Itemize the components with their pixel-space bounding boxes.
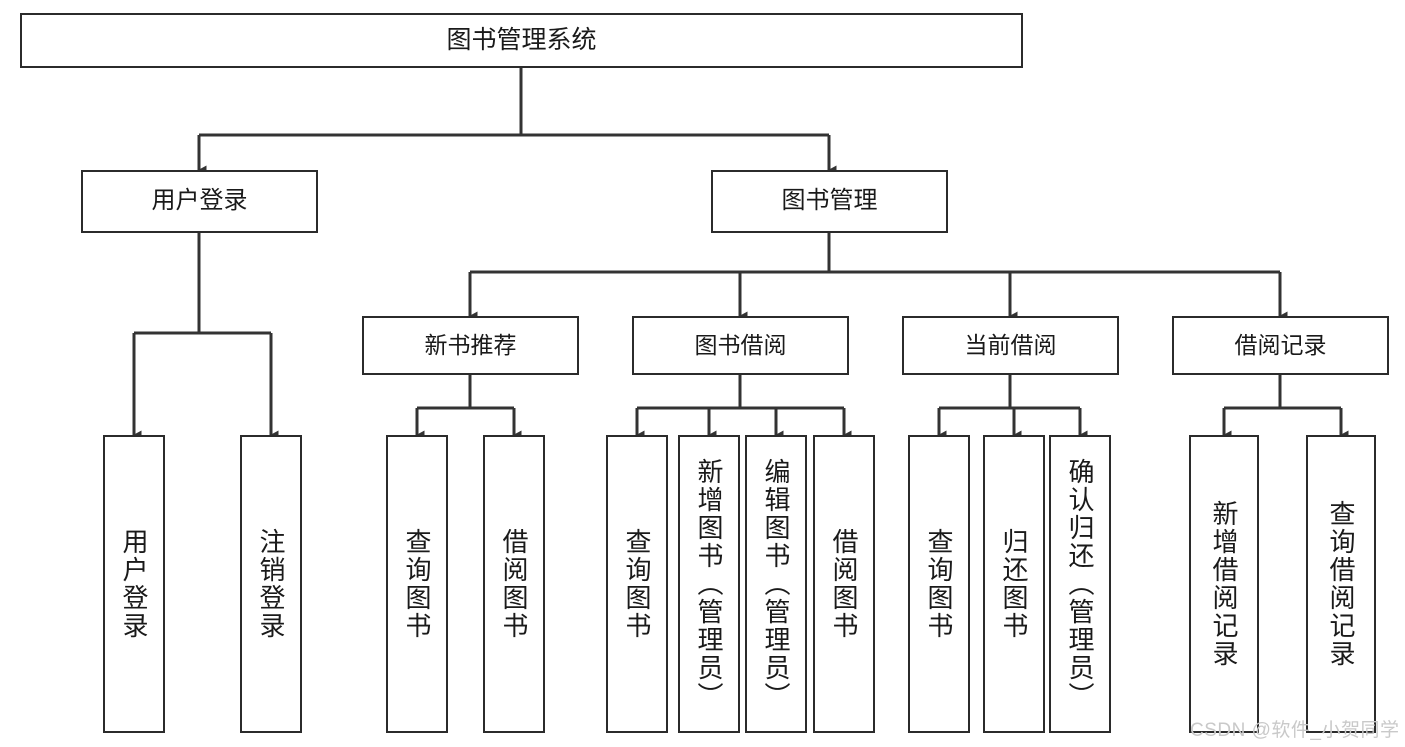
node-level3-1-label: 新书推荐 — [424, 331, 517, 358]
node-leaf-12[interactable]: 新增借阅记录 — [1189, 435, 1259, 733]
node-leaf-10[interactable]: 归还图书 — [983, 435, 1045, 733]
node-leaf-9-label: 查询图书 — [924, 528, 954, 640]
node-leaf-8-label: 借阅图书 — [829, 528, 859, 640]
node-level2-1-label: 用户登录 — [151, 187, 248, 215]
node-level3-1[interactable]: 新书推荐 — [362, 316, 579, 375]
node-leaf-6-label: 新增图书（管理员） — [694, 458, 724, 710]
node-leaf-7-label: 编辑图书（管理员） — [761, 458, 791, 710]
node-leaf-6[interactable]: 新增图书（管理员） — [678, 435, 740, 733]
node-leaf-5[interactable]: 查询图书 — [606, 435, 668, 733]
node-leaf-8[interactable]: 借阅图书 — [813, 435, 875, 733]
node-leaf-7[interactable]: 编辑图书（管理员） — [745, 435, 807, 733]
node-leaf-2[interactable]: 注销登录 — [240, 435, 302, 733]
node-level3-3[interactable]: 当前借阅 — [902, 316, 1119, 375]
node-leaf-3-label: 查询图书 — [402, 528, 432, 640]
node-leaf-13-label: 查询借阅记录 — [1326, 500, 1356, 668]
node-leaf-4[interactable]: 借阅图书 — [483, 435, 545, 733]
node-level3-4-label: 借阅记录 — [1234, 331, 1327, 358]
node-leaf-13[interactable]: 查询借阅记录 — [1306, 435, 1376, 733]
node-leaf-10-label: 归还图书 — [999, 528, 1029, 640]
node-level3-4[interactable]: 借阅记录 — [1172, 316, 1389, 375]
node-leaf-1[interactable]: 用户登录 — [103, 435, 165, 733]
node-leaf-12-label: 新增借阅记录 — [1209, 500, 1239, 668]
node-level3-2[interactable]: 图书借阅 — [632, 316, 849, 375]
node-leaf-4-label: 借阅图书 — [499, 528, 529, 640]
node-leaf-11-label: 确认归还（管理员） — [1065, 458, 1095, 710]
node-level2-2-label: 图书管理 — [781, 187, 878, 215]
node-level2-2[interactable]: 图书管理 — [711, 170, 948, 233]
node-level3-3-label: 当前借阅 — [964, 331, 1057, 358]
node-leaf-5-label: 查询图书 — [622, 528, 652, 640]
node-leaf-3[interactable]: 查询图书 — [386, 435, 448, 733]
node-level3-2-label: 图书借阅 — [694, 331, 787, 358]
node-leaf-1-label: 用户登录 — [119, 528, 149, 640]
node-leaf-9[interactable]: 查询图书 — [908, 435, 970, 733]
node-leaf-11[interactable]: 确认归还（管理员） — [1049, 435, 1111, 733]
node-root-label: 图书管理系统 — [446, 25, 597, 54]
node-level2-1[interactable]: 用户登录 — [81, 170, 318, 233]
node-root[interactable]: 图书管理系统 — [20, 13, 1023, 68]
node-leaf-2-label: 注销登录 — [256, 528, 286, 640]
